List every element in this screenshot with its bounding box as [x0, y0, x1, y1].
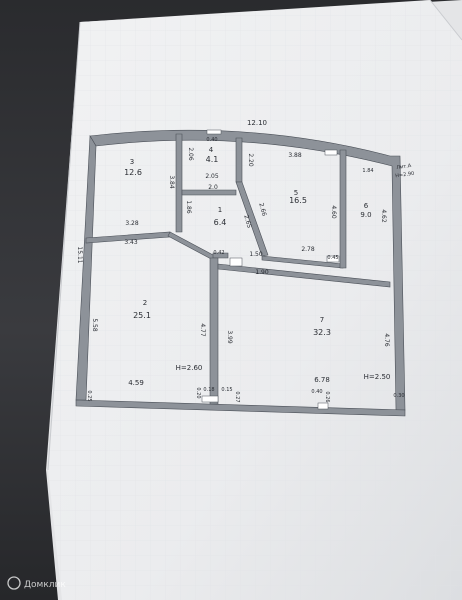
room-number: 1 [218, 206, 222, 214]
dimension-label: 0.40 [311, 389, 322, 395]
room-number: 7 [320, 316, 324, 324]
dimension-label: 2.06 [187, 147, 194, 161]
dimension-label: 6.78 [314, 376, 330, 384]
dimension-label: 12.10 [247, 119, 267, 127]
dimension-label: 2.65 [242, 214, 252, 229]
letter-label: Лит.А [396, 163, 412, 171]
dimension-label: 0.25 [86, 390, 92, 401]
room-area: 4.1 [206, 155, 219, 164]
dimension-label: 0.40 [206, 137, 217, 143]
watermark: Домклик [7, 576, 66, 590]
height-label: H=2.50 [364, 373, 391, 381]
dimension-label: 0.27 [234, 391, 240, 402]
dimension-label: 3.84 [168, 175, 175, 189]
dimension-label: 2.66 [257, 202, 267, 217]
room-number: 6 [364, 202, 369, 210]
dimension-label: 1.86 [185, 200, 192, 214]
dimension-label: 0.30 [393, 393, 404, 399]
dimension-label: 4.77 [199, 323, 206, 337]
dimension-label: 0.26 [324, 391, 330, 402]
room-area: 12.6 [124, 168, 142, 177]
plan-openings [201, 129, 340, 410]
dimension-label: 15.11 [76, 246, 83, 263]
ceiling-heights: H=2.60 H=2.50 [176, 364, 391, 381]
room-number: 3 [130, 158, 134, 166]
room-area: 16.5 [289, 196, 307, 205]
room-area: 25.1 [133, 311, 151, 320]
dimension-label: 4.60 [330, 205, 337, 219]
dimension-label: 1.84 [362, 168, 373, 174]
dimension-label: 2.0 [208, 184, 218, 191]
dimension-label: 3.28 [125, 220, 139, 227]
dimension-label: 3.99 [226, 330, 233, 344]
dimension-label: 1.50 [249, 251, 263, 258]
dimension-label: 1.90 [255, 269, 269, 276]
dimension-label: 4.76 [383, 333, 390, 347]
letter-height: H=2.90 [395, 171, 415, 180]
room-number: 4 [209, 146, 214, 154]
dimension-label: 2.05 [205, 173, 219, 180]
dimension-label: 2.20 [247, 153, 254, 167]
room-area: 9.0 [360, 211, 371, 219]
dimension-label: 0.15 [221, 387, 232, 393]
dimension-label: 2.78 [301, 246, 315, 253]
dimension-label: 4.62 [380, 209, 387, 223]
watermark-text: Домклик [24, 580, 66, 590]
dimension-label: 0.18 [203, 387, 214, 393]
room-area: 6.4 [214, 218, 227, 227]
room-number: 2 [143, 299, 147, 307]
dimension-labels: 12.10 0.40 3.88 1.84 2.06 2.05 2.0 2.20 … [76, 119, 405, 403]
height-label: H=2.60 [176, 364, 203, 372]
dimension-label: 4.59 [128, 379, 144, 387]
dimension-label: 0.45 [327, 255, 338, 261]
room-area: 32.3 [313, 328, 331, 337]
room-number: 5 [294, 189, 298, 197]
plan-walls [75, 129, 406, 417]
dimension-label: 0.42 [213, 250, 224, 256]
domclick-logo-icon [7, 576, 21, 590]
room-labels: 1 6.4 2 25.1 3 12.6 4 4.1 5 16.5 6 9.0 7… [124, 146, 371, 337]
dimension-label: 0.20 [195, 387, 201, 398]
dimension-label: 5.58 [91, 318, 98, 332]
letter-designation: Лит.А H=2.90 [395, 163, 415, 179]
dimension-label: 3.43 [124, 239, 138, 246]
dimension-label: 3.88 [288, 152, 302, 159]
